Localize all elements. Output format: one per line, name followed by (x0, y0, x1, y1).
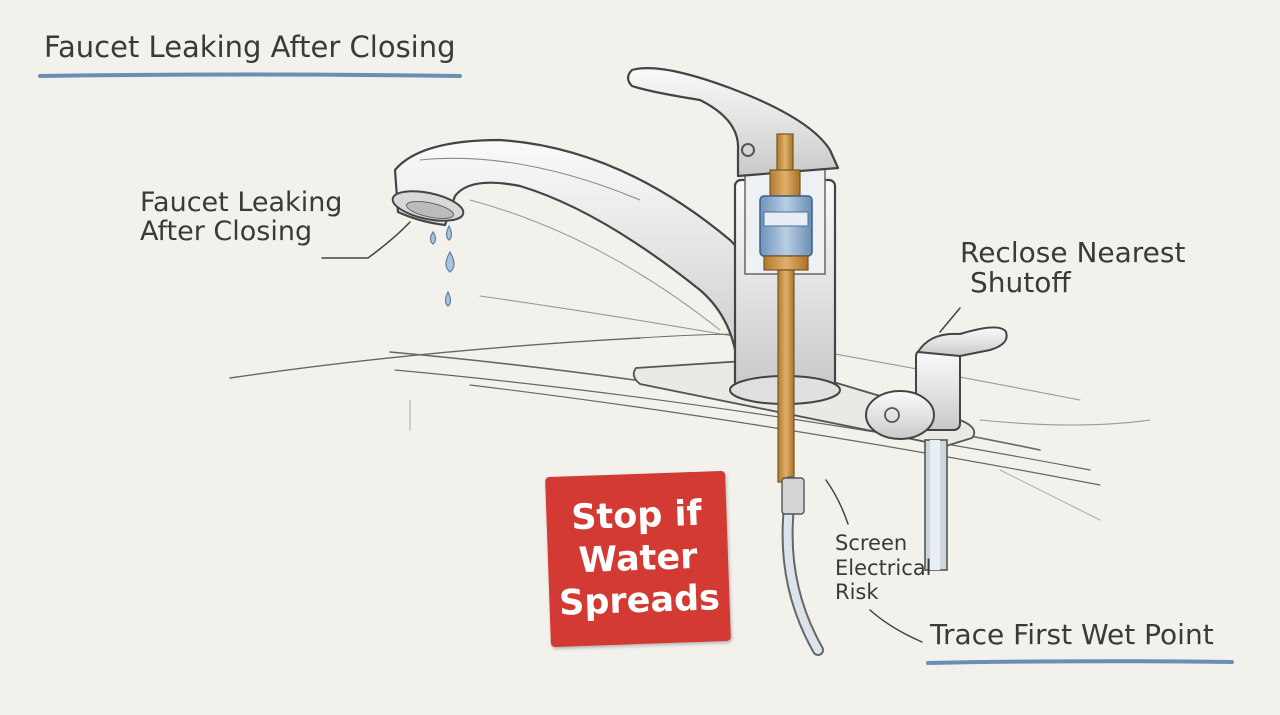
label-line: After Closing (140, 216, 313, 248)
warning-line: Water (577, 536, 699, 581)
label-screen-electrical-risk: Screen Electrical Risk (835, 531, 932, 605)
reclose-leader-line (939, 307, 961, 333)
shutoff-valve (865, 326, 1008, 571)
label-line: Screen (835, 531, 908, 555)
warning-line: Stop if (570, 493, 703, 539)
warning-sign: Stop if Water Spreads (545, 470, 731, 648)
trace-underline (926, 659, 1234, 665)
label-line: Electrical (835, 555, 932, 580)
warning-line: Spreads (558, 578, 721, 625)
label-faucet-leaking: Faucet Leaking After Closing (140, 188, 342, 246)
trace-leader-line (869, 609, 923, 643)
label-line: Reclose Nearest (960, 236, 1186, 269)
label-reclose-shutoff: Reclose Nearest Shutoff (960, 236, 1186, 300)
label-line: Faucet Leaking (140, 187, 343, 218)
label-line: Risk (835, 580, 879, 605)
label-trace-wet-point: Trace First Wet Point (930, 618, 1214, 651)
page-title: Faucet Leaking After Closing (44, 30, 456, 64)
title-underline (38, 72, 462, 78)
lever-handle (626, 67, 840, 178)
screen-leader-line (825, 479, 849, 525)
spout (393, 138, 782, 374)
leak-leader-line (321, 221, 411, 259)
label-line: Shutoff (970, 266, 1071, 300)
brass-stem (777, 269, 795, 483)
water-drops (429, 224, 455, 307)
